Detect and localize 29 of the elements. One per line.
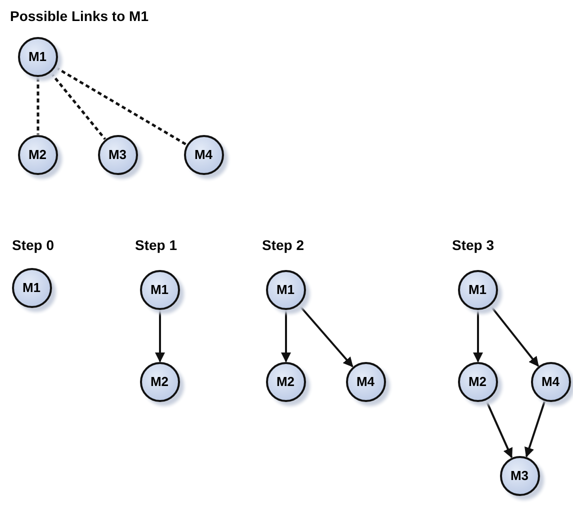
arrow xyxy=(524,401,546,458)
connector-line xyxy=(36,78,40,134)
node-circle: M1 xyxy=(140,270,180,310)
arrow xyxy=(281,310,291,362)
arrow xyxy=(490,305,540,367)
step-label: Step 1 xyxy=(135,237,178,253)
step-label: Step 3 xyxy=(452,237,494,253)
node-circle: M1 xyxy=(458,270,498,310)
arrow xyxy=(485,400,513,458)
arrow xyxy=(473,310,483,362)
step-label: Step 2 xyxy=(262,237,304,253)
node-circle: M1 xyxy=(18,36,58,76)
diagram-title: Possible Links to M1 xyxy=(10,8,148,24)
connector-line xyxy=(55,66,187,146)
arrow xyxy=(298,304,354,368)
node-circle: M4 xyxy=(346,362,386,402)
node-circle: M2 xyxy=(458,362,498,402)
node-circle: M2 xyxy=(18,134,58,174)
connector-line xyxy=(50,72,106,140)
arrow xyxy=(155,310,165,362)
node-circle: M1 xyxy=(12,268,52,308)
node-circle: M2 xyxy=(140,362,180,402)
node-circle: M3 xyxy=(98,134,138,174)
node-circle: M1 xyxy=(266,270,306,310)
step-label: Step 0 xyxy=(12,237,54,253)
node-circle: M3 xyxy=(500,456,540,496)
node-circle: M4 xyxy=(184,134,224,174)
node-circle: M4 xyxy=(530,362,570,402)
node-circle: M2 xyxy=(266,362,306,402)
